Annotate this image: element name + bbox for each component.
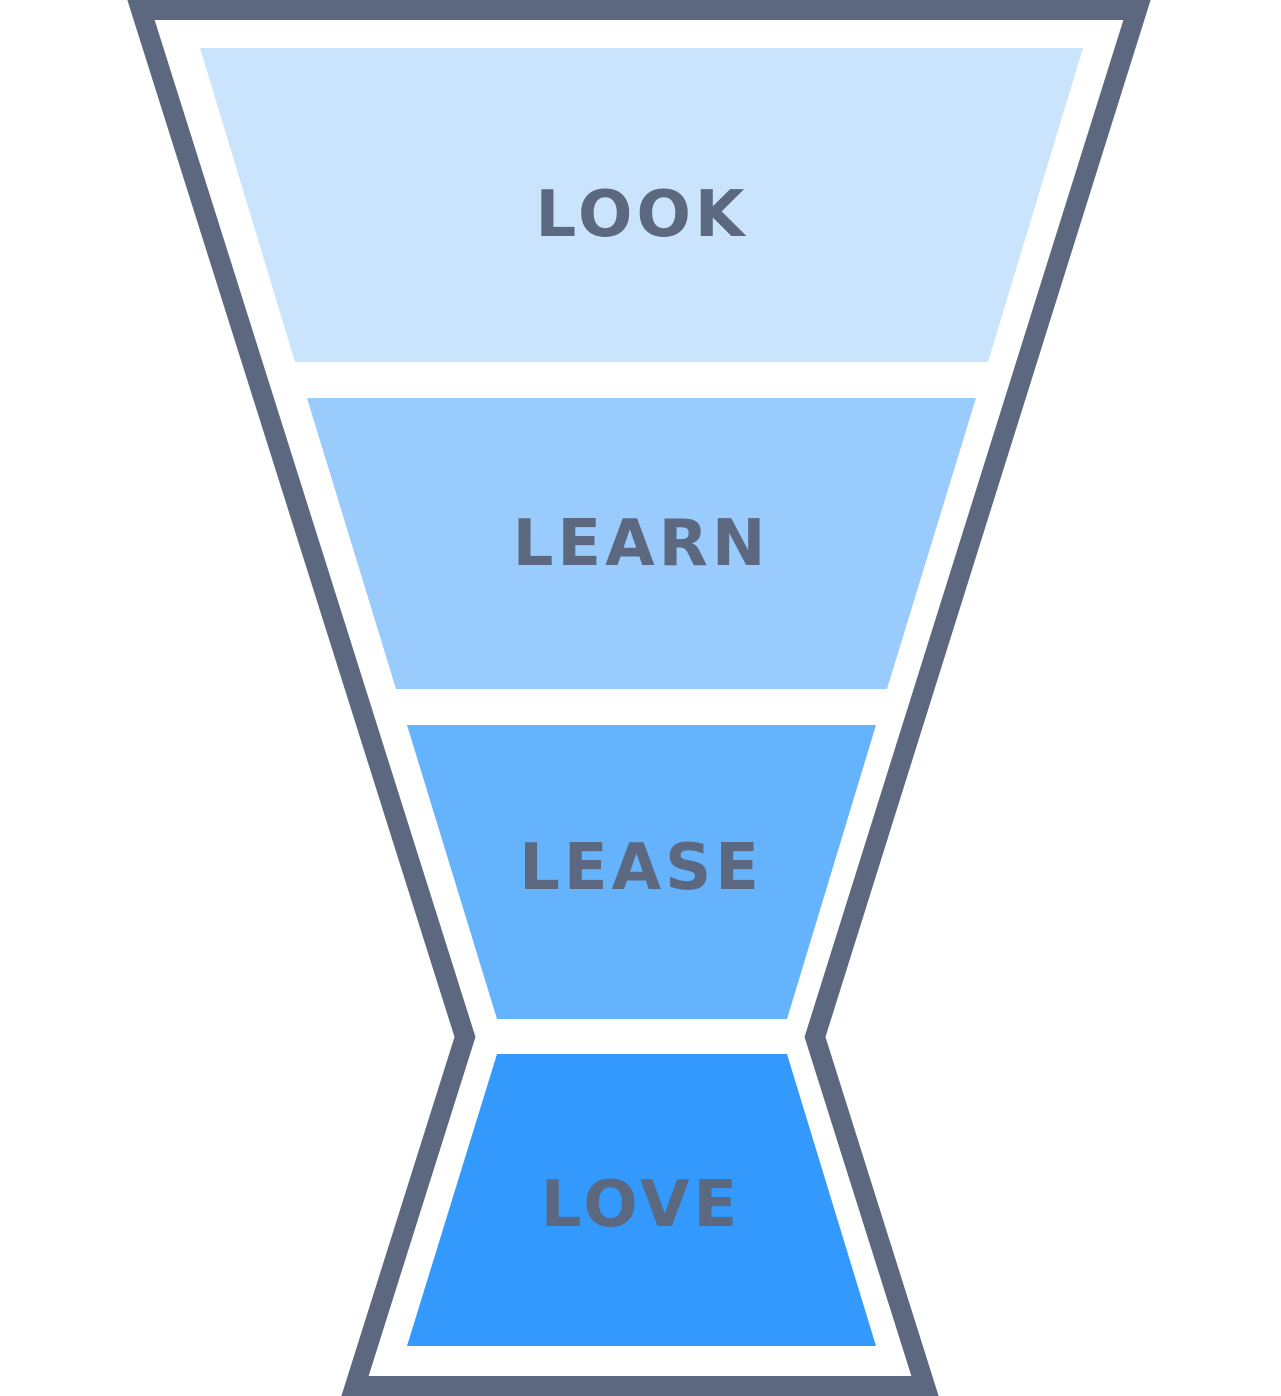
stage-band-love (407, 1054, 876, 1346)
stage-label-look: LOOK (536, 178, 749, 252)
stage-label-lease: LEASE (519, 831, 763, 905)
stage-band-look (200, 48, 1083, 362)
stage-label-learn: LEARN (513, 507, 770, 581)
stage-band-lease (407, 725, 876, 1019)
stage-band-learn (307, 398, 976, 689)
funnel-outline (127, 0, 1151, 1396)
stage-label-love: LOVE (541, 1168, 741, 1242)
